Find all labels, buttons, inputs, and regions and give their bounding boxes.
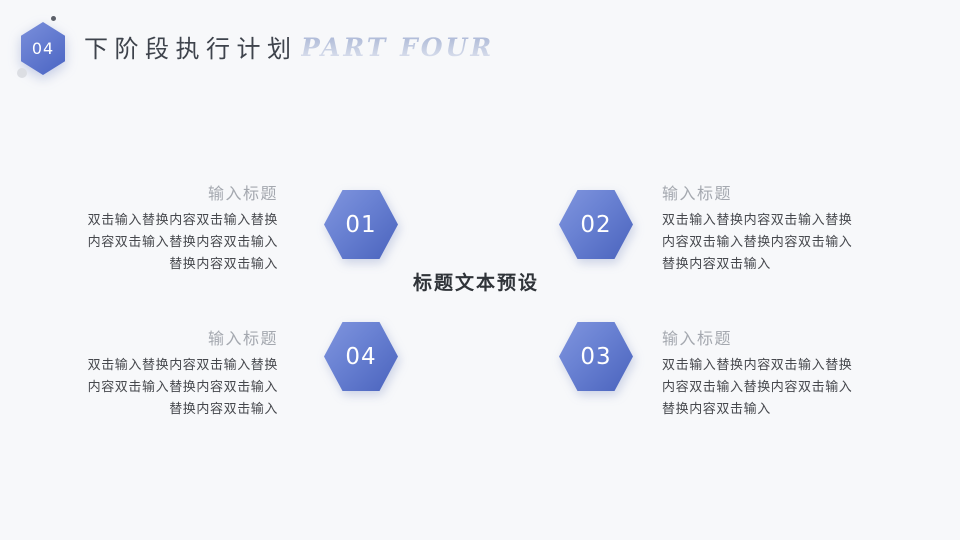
- body-line: 替换内容双击输入: [662, 257, 771, 272]
- hexagon-badge-04[interactable]: 04: [324, 322, 398, 391]
- hexagon-shape-icon: 01: [324, 190, 398, 259]
- block-heading[interactable]: 输入标题: [662, 184, 733, 203]
- block-body[interactable]: 双击输入替换内容双击输入替换 内容双击输入替换内容双击输入 替换内容双击输入: [662, 210, 872, 276]
- body-line: 替换内容双击输入: [169, 402, 278, 417]
- hexagon-shape-icon: 02: [559, 190, 633, 259]
- center-title[interactable]: 标题文本预设: [412, 272, 540, 294]
- block-body[interactable]: 双击输入替换内容双击输入替换 内容双击输入替换内容双击输入 替换内容双击输入: [84, 355, 278, 421]
- block-body[interactable]: 双击输入替换内容双击输入替换 内容双击输入替换内容双击输入 替换内容双击输入: [662, 355, 872, 421]
- hexagon-number: 02: [580, 211, 612, 238]
- block-heading[interactable]: 输入标题: [662, 329, 733, 348]
- slide-subtitle-watermark: PART FOUR: [301, 33, 495, 62]
- body-line: 双击输入替换内容双击输入替换: [87, 213, 278, 228]
- slide-title: 下阶段执行计划: [84, 35, 298, 63]
- body-line: 内容双击输入替换内容双击输入: [87, 380, 278, 395]
- block-heading[interactable]: 输入标题: [207, 329, 278, 348]
- body-line: 双击输入替换内容双击输入替换: [87, 358, 278, 373]
- hexagon-number: 03: [580, 343, 612, 370]
- hexagon-number: 04: [345, 343, 377, 370]
- text-placeholder-top-right[interactable]: 输入标题 双击输入替换内容双击输入替换 内容双击输入替换内容双击输入 替换内容双…: [662, 184, 872, 276]
- text-placeholder-bottom-left[interactable]: 输入标题 双击输入替换内容双击输入替换 内容双击输入替换内容双击输入 替换内容双…: [84, 329, 278, 421]
- text-placeholder-bottom-right[interactable]: 输入标题 双击输入替换内容双击输入替换 内容双击输入替换内容双击输入 替换内容双…: [662, 329, 872, 421]
- body-line: 内容双击输入替换内容双击输入: [662, 235, 853, 250]
- hexagon-badge-01[interactable]: 01: [324, 190, 398, 259]
- body-line: 内容双击输入替换内容双击输入: [87, 235, 278, 250]
- hexagon-badge-03[interactable]: 03: [559, 322, 633, 391]
- hexagon-badge-icon: 04: [21, 22, 65, 75]
- block-body[interactable]: 双击输入替换内容双击输入替换 内容双击输入替换内容双击输入 替换内容双击输入: [84, 210, 278, 276]
- body-line: 替换内容双击输入: [169, 257, 278, 272]
- section-badge: 04: [21, 22, 65, 75]
- block-heading[interactable]: 输入标题: [207, 184, 278, 203]
- body-line: 内容双击输入替换内容双击输入: [662, 380, 853, 395]
- hexagon-shape-icon: 03: [559, 322, 633, 391]
- hexagon-badge-02[interactable]: 02: [559, 190, 633, 259]
- body-line: 双击输入替换内容双击输入替换: [662, 358, 853, 373]
- section-number: 04: [31, 39, 55, 58]
- hexagon-shape-icon: 04: [324, 322, 398, 391]
- hexagon-number: 01: [345, 211, 377, 238]
- decorative-dot-dark: [51, 16, 56, 21]
- text-placeholder-top-left[interactable]: 输入标题 双击输入替换内容双击输入替换 内容双击输入替换内容双击输入 替换内容双…: [84, 184, 278, 276]
- body-line: 双击输入替换内容双击输入替换: [662, 213, 853, 228]
- decorative-dot-light: [17, 68, 27, 78]
- body-line: 替换内容双击输入: [662, 402, 771, 417]
